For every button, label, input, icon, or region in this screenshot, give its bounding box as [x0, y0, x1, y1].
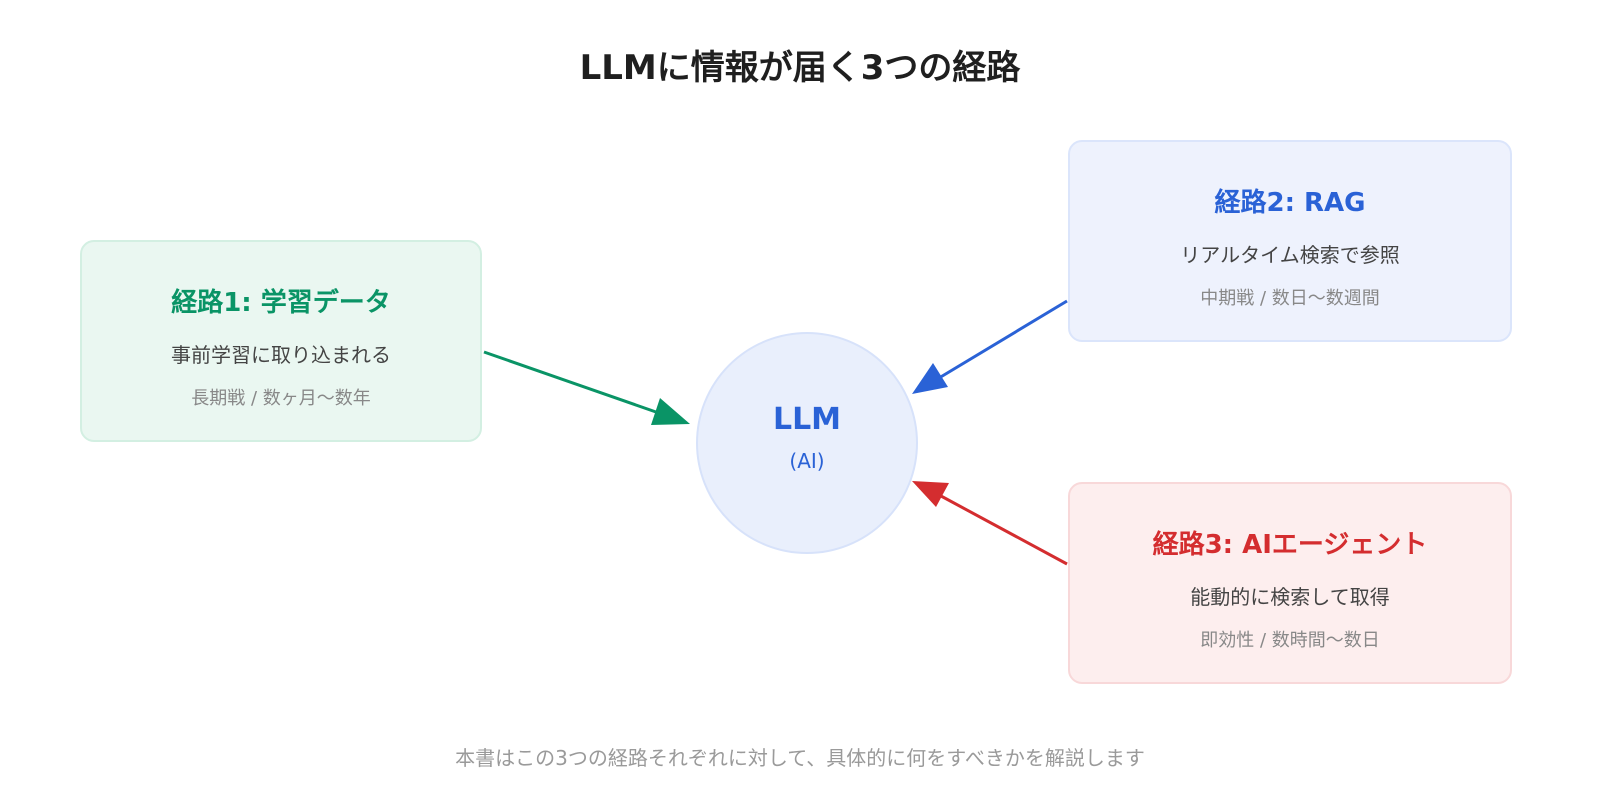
llm-label: LLM	[772, 402, 842, 437]
route3-box: 経路3: AIエージェント 能動的に検索して取得 即効性 / 数時間〜数日	[1068, 482, 1512, 684]
route2-heading: 経路2: RAG	[1214, 188, 1366, 218]
llm-node: LLM (AI)	[696, 332, 918, 554]
arrow-route1-head	[651, 398, 690, 425]
route3-heading: 経路3: AIエージェント	[1152, 530, 1428, 560]
route1-box: 経路1: 学習データ 事前学習に取り込まれる 長期戦 / 数ヶ月〜数年	[80, 240, 482, 442]
arrow-route3-head	[912, 481, 949, 507]
route2-timeframe: 中期戦 / 数日〜数週間	[1200, 288, 1380, 309]
route1-timeframe: 長期戦 / 数ヶ月〜数年	[191, 388, 371, 409]
route2-box: 経路2: RAG リアルタイム検索で参照 中期戦 / 数日〜数週間	[1068, 140, 1512, 342]
route3-timeframe: 即効性 / 数時間〜数日	[1200, 630, 1380, 651]
arrow-route2	[938, 299, 1068, 380]
route2-description: リアルタイム検索で参照	[1180, 243, 1400, 267]
arrow-route2-head	[912, 363, 948, 394]
route3-description: 能動的に検索して取得	[1190, 585, 1390, 609]
route1-description: 事前学習に取り込まれる	[171, 343, 391, 367]
footer-note: 本書はこの3つの経路それぞれに対して、具体的に何をすべきかを解説します	[455, 746, 1145, 770]
route1-heading: 経路1: 学習データ	[171, 288, 391, 318]
llm-sublabel: (AI)	[789, 449, 825, 473]
arrow-route1	[483, 350, 657, 414]
arrow-route3	[940, 494, 1068, 566]
diagram-title: LLMに情報が届く3つの経路	[579, 48, 1021, 88]
